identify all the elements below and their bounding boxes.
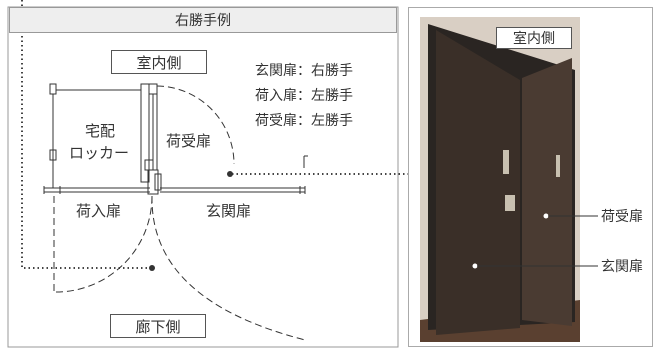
assignment-entrance: 玄関扉：右勝手 (255, 63, 353, 79)
receive-door-swing (156, 85, 235, 165)
diagram-title: 右勝手例 (9, 7, 397, 33)
receive-door-panel (522, 58, 572, 326)
photo-room-inside-label: 室内側 (496, 27, 572, 49)
photo-entrance-label: 玄関扉 (601, 259, 643, 275)
dot-receive-photo (543, 213, 549, 219)
locker-cabinet (43, 83, 162, 195)
dot-corridor (149, 265, 155, 271)
dot-receive (227, 171, 233, 177)
entrance-door-leaf (436, 30, 520, 335)
entrance-door-swing (151, 195, 306, 341)
locker-label-line1: 宅配 (85, 122, 116, 140)
dot-entrance-photo (472, 263, 478, 269)
assignment-receive: 荷受扉：左勝手 (255, 113, 353, 129)
receive-door-label: 荷受扉 (166, 132, 212, 150)
photo-receive-label: 荷受扉 (601, 209, 643, 225)
door-handle-3 (556, 155, 560, 177)
intake-door-label: 荷入扉 (76, 202, 122, 220)
entrance-door-label: 玄関扉 (206, 202, 252, 220)
entrance-wall (160, 155, 308, 194)
door-handle-2 (505, 195, 515, 211)
room-inside-label: 室内側 (111, 50, 207, 74)
door-handle-1 (503, 150, 509, 174)
corridor-side-label: 廊下側 (110, 314, 206, 338)
assignment-intake: 荷入扉：左勝手 (255, 88, 353, 104)
locker-label-line2: ロッカー (69, 144, 130, 162)
